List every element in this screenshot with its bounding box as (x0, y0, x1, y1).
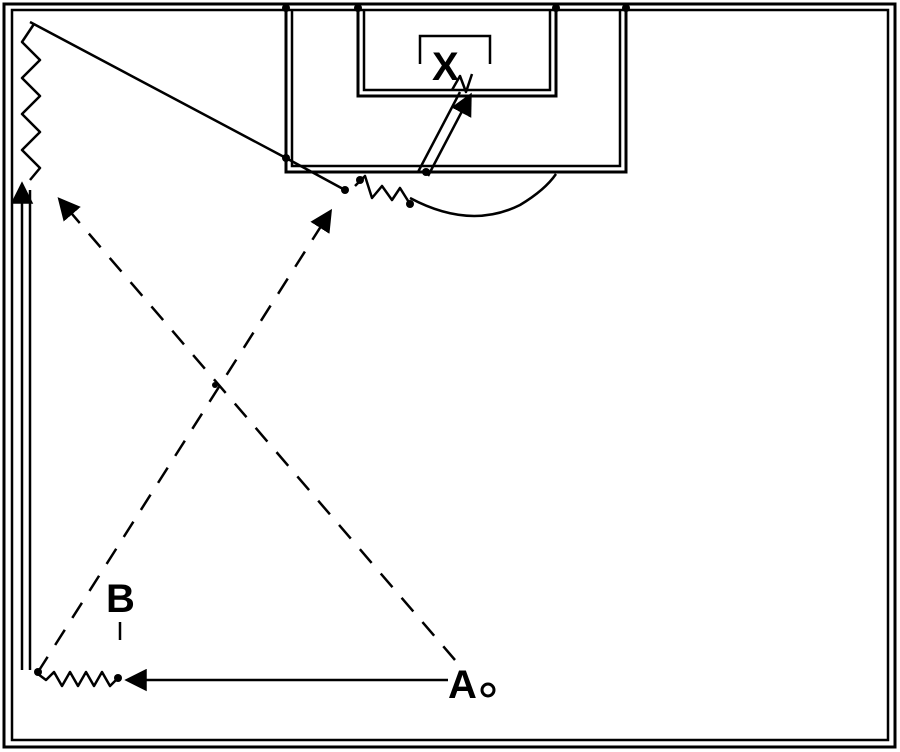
cut-path-a (57, 197, 456, 661)
pass-line-diagonal (29, 20, 346, 192)
cut-path-b (36, 208, 333, 673)
player-a: A (448, 663, 496, 707)
free-throw-lane (284, 8, 628, 174)
free-throw-arc (409, 173, 558, 218)
player-b: B (106, 577, 135, 640)
player-x: X (432, 45, 474, 94)
dribble-top-left (20, 23, 42, 181)
svg-text:B: B (106, 577, 135, 621)
drive-to-basket (416, 91, 472, 177)
svg-text:X: X (432, 45, 459, 89)
ball-icon (480, 682, 496, 698)
sideline-run (10, 181, 34, 670)
dribble-b-corner (37, 670, 119, 688)
dribble-elbow (354, 174, 412, 205)
svg-text:A: A (448, 663, 477, 707)
